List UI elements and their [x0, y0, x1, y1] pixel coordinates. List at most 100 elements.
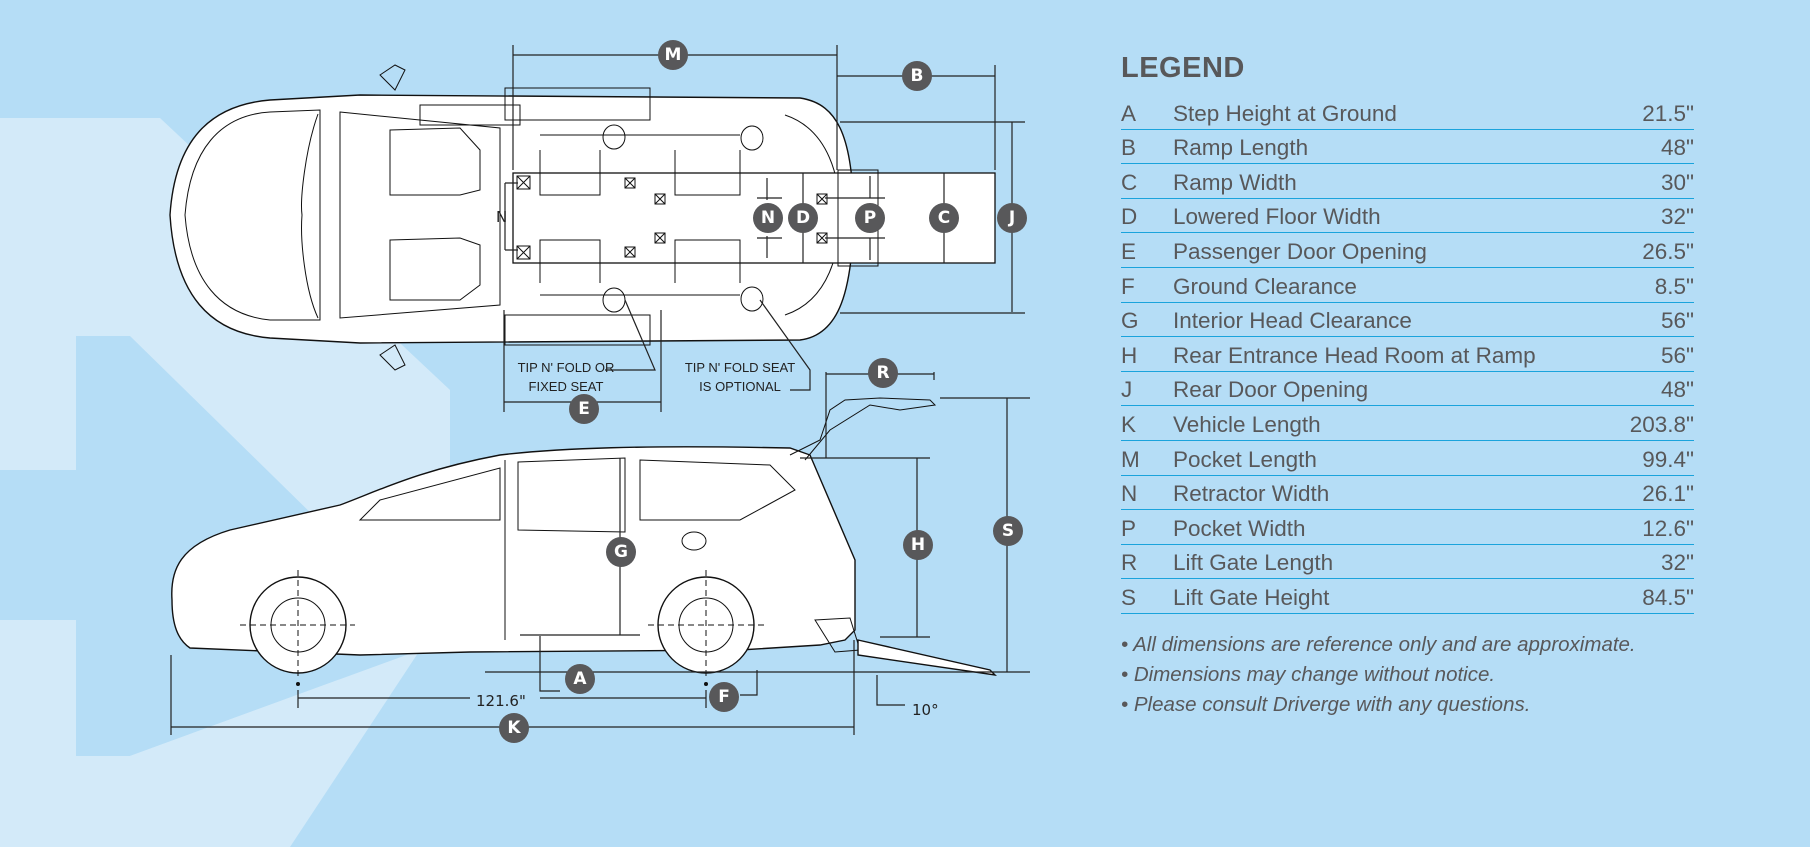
- legend-key: B: [1121, 135, 1137, 161]
- legend-row: G Interior Head Clearance 56": [1121, 303, 1694, 338]
- legend-label: Lowered Floor Width: [1173, 204, 1381, 230]
- callout-H: H: [903, 530, 933, 560]
- legend-key: H: [1121, 342, 1138, 368]
- legend-value: 26.5": [1642, 238, 1694, 264]
- legend-key: A: [1121, 100, 1137, 126]
- legend-key: F: [1121, 273, 1135, 299]
- note-optional-line2: IS OPTIONAL: [699, 379, 781, 394]
- legend-label: Interior Head Clearance: [1173, 308, 1412, 334]
- legend-value: 8.5": [1654, 273, 1694, 299]
- top-view-vehicle: [169, 64, 855, 371]
- svg-text:R: R: [876, 363, 889, 383]
- legend-row: C Ramp Width 30": [1121, 164, 1694, 199]
- callout-D: D: [788, 203, 818, 233]
- legend-value: 26.1": [1642, 481, 1694, 507]
- legend-label: Retractor Width: [1173, 481, 1330, 507]
- legend-value: 56": [1660, 342, 1694, 368]
- legend-row: B Ramp Length 48": [1121, 130, 1694, 165]
- legend-label: Lift Gate Height: [1173, 584, 1330, 610]
- svg-text:M: M: [665, 45, 682, 65]
- legend-key: M: [1121, 446, 1140, 472]
- svg-text:J: J: [1008, 208, 1015, 228]
- callout-S: S: [993, 516, 1023, 546]
- legend-key: E: [1121, 238, 1137, 264]
- legend-row: F Ground Clearance 8.5": [1121, 268, 1694, 303]
- legend-row: K Vehicle Length 203.8": [1121, 406, 1694, 441]
- callout-E: E: [569, 394, 599, 424]
- callout-N: N: [753, 203, 783, 233]
- legend-value: 21.5": [1642, 100, 1694, 126]
- note-consult: • Please consult Driverge with any quest…: [1121, 692, 1531, 716]
- svg-text:G: G: [614, 542, 628, 562]
- legend-key: P: [1121, 515, 1137, 541]
- callout-K: K: [499, 713, 529, 743]
- svg-text:C: C: [938, 208, 950, 228]
- legend-label: Passenger Door Opening: [1173, 238, 1427, 264]
- callout-G: G: [606, 537, 636, 567]
- legend-value: 84.5": [1642, 584, 1694, 610]
- callout-F: F: [709, 682, 739, 712]
- legend-value: 203.8": [1629, 411, 1694, 437]
- legend-label: Pocket Width: [1173, 515, 1306, 541]
- legend-label: Ground Clearance: [1173, 273, 1357, 299]
- svg-text:P: P: [864, 208, 876, 228]
- svg-text:A: A: [573, 669, 587, 689]
- legend-value: 48": [1660, 135, 1694, 161]
- svg-text:F: F: [718, 687, 730, 707]
- legend-row: P Pocket Width 12.6": [1121, 510, 1694, 545]
- legend-value: 48": [1660, 377, 1694, 403]
- callout-J: J: [997, 203, 1027, 233]
- legend-label: Step Height at Ground: [1173, 100, 1397, 126]
- note-change-notice: • Dimensions may change without notice.: [1121, 662, 1496, 686]
- side-view-dimension-lines: [170, 372, 1030, 735]
- legend-row: H Rear Entrance Head Room at Ramp 56": [1121, 337, 1694, 372]
- legend-label: Ramp Width: [1173, 169, 1297, 195]
- legend-key: R: [1121, 550, 1138, 576]
- svg-text:N: N: [761, 208, 775, 228]
- legend-label: Pocket Length: [1173, 446, 1317, 472]
- legend-row: J Rear Door Opening 48": [1121, 372, 1694, 407]
- svg-text:S: S: [1002, 521, 1014, 541]
- callout-M: M: [658, 40, 688, 70]
- legend-row: N Retractor Width 26.1": [1121, 476, 1694, 511]
- svg-text:D: D: [796, 208, 810, 228]
- legend-table: A Step Height at Ground 21.5" B Ramp Length…: [1121, 95, 1694, 614]
- legend-label: Rear Entrance Head Room at Ramp: [1173, 342, 1536, 368]
- legend-label: Ramp Length: [1173, 135, 1309, 161]
- legend-key: D: [1121, 204, 1138, 230]
- note-fixed-seat-line2: FIXED SEAT: [529, 379, 604, 394]
- note-fixed-seat-line1: TIP N' FOLD OR: [518, 360, 615, 375]
- legend-label: Rear Door Opening: [1173, 377, 1369, 403]
- callout-A: A: [565, 664, 595, 694]
- legend-value: 12.6": [1642, 515, 1694, 541]
- callout-P: P: [855, 203, 885, 233]
- legend-key: S: [1121, 584, 1137, 610]
- legend-row: A Step Height at Ground 21.5": [1121, 95, 1694, 130]
- legend-value: 30": [1660, 169, 1694, 195]
- callout-R: R: [868, 358, 898, 388]
- legend-key: N: [1121, 481, 1138, 507]
- legend-key: G: [1121, 308, 1139, 334]
- legend-key: K: [1121, 411, 1137, 437]
- ramp-angle-label: 10°: [912, 701, 939, 719]
- callout-C: C: [929, 203, 959, 233]
- legend-label: Lift Gate Length: [1173, 550, 1334, 576]
- legend-notes: • All dimensions are reference only and …: [1121, 630, 1694, 720]
- legend-key: J: [1121, 377, 1133, 403]
- n-inline-label: N: [496, 208, 507, 226]
- svg-text:E: E: [578, 399, 590, 419]
- legend-value: 32": [1660, 204, 1694, 230]
- legend-value: 56": [1660, 308, 1694, 334]
- svg-text:B: B: [911, 66, 924, 86]
- note-approximate: • All dimensions are reference only and …: [1121, 632, 1636, 656]
- wheelbase-label: 121.6": [476, 692, 526, 710]
- legend-row: E Passenger Door Opening 26.5": [1121, 233, 1694, 268]
- svg-text:H: H: [911, 535, 925, 555]
- legend-key: C: [1121, 169, 1138, 195]
- legend-label: Vehicle Length: [1173, 411, 1321, 437]
- legend-row: S Lift Gate Height 84.5": [1121, 579, 1694, 614]
